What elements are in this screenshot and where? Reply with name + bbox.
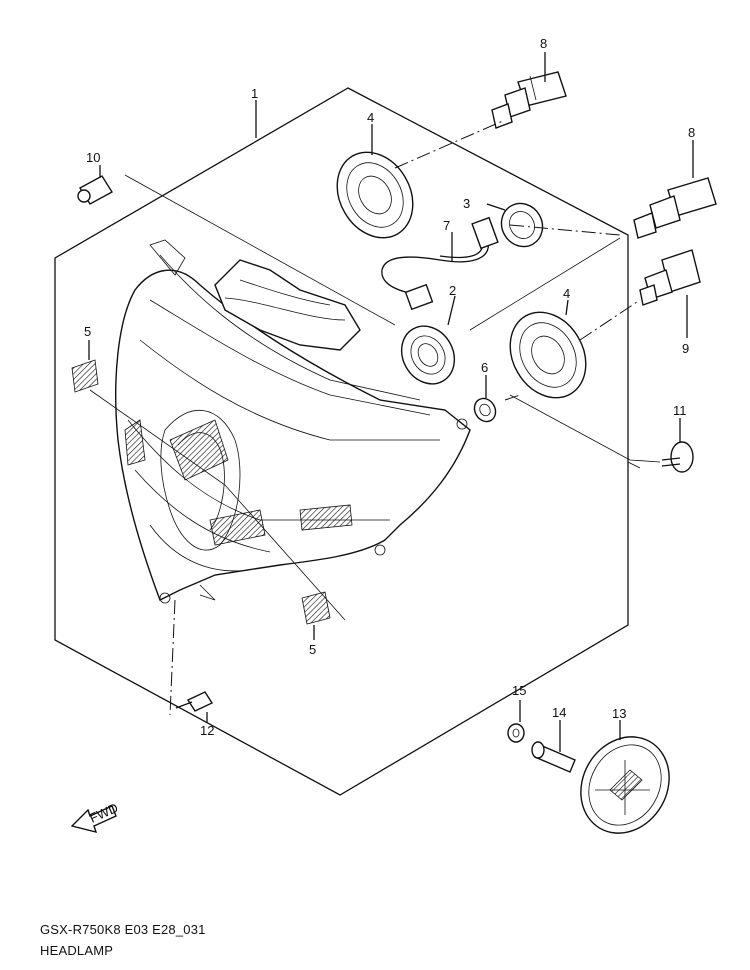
callout-15: 15 — [512, 683, 526, 698]
callout-1: 1 — [251, 86, 258, 101]
screw-part-12 — [175, 691, 214, 712]
rubber-cap-part-3 — [500, 202, 544, 248]
headlamp-housing — [115, 239, 471, 604]
callout-5-left: 5 — [84, 324, 91, 339]
fwd-arrow-icon: FWD — [70, 800, 120, 833]
callout-4-lower: 4 — [563, 286, 570, 301]
callout-12: 12 — [200, 723, 214, 738]
callout-14: 14 — [552, 705, 566, 720]
bulb-cover-part-4-upper — [336, 151, 414, 239]
assembly-outline — [54, 87, 629, 796]
pad-part-5-lower — [301, 591, 331, 625]
socket-cover-part-2 — [400, 325, 456, 385]
cover-part-13 — [580, 736, 670, 834]
pad-part-5-left — [71, 359, 99, 393]
callout-6: 6 — [481, 360, 488, 375]
callout-11: 11 — [673, 403, 687, 418]
diagram-code: GSX-R750K8 E03 E28_031 — [40, 922, 206, 937]
leader-lines — [88, 52, 694, 752]
callout-2: 2 — [449, 283, 456, 298]
bulb-part-9 — [639, 249, 701, 306]
diagram-title: HEADLAMP — [40, 943, 114, 958]
bulb-part-10 — [77, 175, 113, 205]
callout-8-upper: 8 — [540, 36, 547, 51]
callout-9: 9 — [682, 341, 689, 356]
bolt-part-11 — [661, 441, 694, 473]
callout-3: 3 — [463, 196, 470, 211]
callout-5-lower: 5 — [309, 642, 316, 657]
pin-part-14 — [531, 741, 576, 773]
callout-8-right: 8 — [688, 125, 695, 140]
callout-7: 7 — [443, 218, 450, 233]
callout-10: 10 — [86, 150, 100, 165]
bulb-cover-part-4-lower — [509, 311, 587, 399]
callout-13: 13 — [612, 706, 626, 721]
grommet-part-6 — [473, 397, 497, 423]
washer-part-15 — [507, 723, 525, 743]
bulb-part-8-upper — [491, 71, 567, 129]
bulb-part-8-right — [633, 177, 717, 239]
callout-4-upper: 4 — [367, 110, 374, 125]
wiring-harness-part-7 — [381, 216, 499, 311]
